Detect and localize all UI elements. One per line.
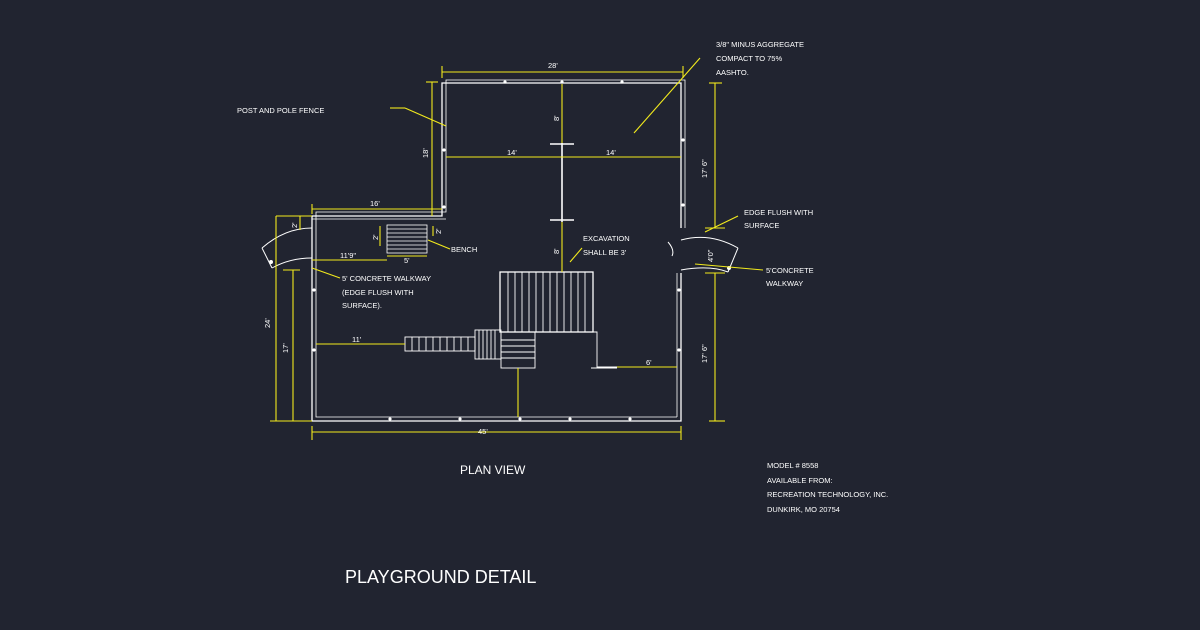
dim-center-vertical-lower: 8' <box>552 248 561 254</box>
dim-top: 28' <box>548 61 558 70</box>
swing-beam <box>550 143 574 222</box>
post-and-pole-fence <box>311 79 686 422</box>
concrete-walkway-left-note: 5' CONCRETE WALKWAY (EDGE FLUSH WITH SUR… <box>342 274 431 310</box>
svg-text:AVAILABLE FROM:: AVAILABLE FROM: <box>767 476 833 485</box>
bench <box>386 224 428 254</box>
plan-view-label: PLAN VIEW <box>460 463 526 477</box>
play-deck <box>404 271 617 369</box>
svg-text:EXCAVATION: EXCAVATION <box>583 234 630 243</box>
svg-text:(EDGE FLUSH WITH: (EDGE FLUSH WITH <box>342 288 414 297</box>
svg-text:DUNKIRK, MO 20754: DUNKIRK, MO 20754 <box>767 505 840 514</box>
svg-text:COMPACT TO 75%: COMPACT TO 75% <box>716 54 782 63</box>
dim-center-vertical-upper: 8' <box>552 115 561 121</box>
svg-text:AASHTO.: AASHTO. <box>716 68 749 77</box>
left-walkway-arc <box>261 227 313 269</box>
dim-right-upper: 17' 6" <box>700 159 709 178</box>
dim-left-segment: 17' <box>281 343 290 353</box>
dim-middle-left: 11' <box>352 335 362 344</box>
svg-text:3/8" MINUS AGGREGATE: 3/8" MINUS AGGREGATE <box>716 40 804 49</box>
model-info: MODEL # 8558 AVAILABLE FROM: RECREATION … <box>767 461 888 514</box>
svg-text:MODEL # 8558: MODEL # 8558 <box>767 461 818 470</box>
dim-right-gap: 4'0" <box>706 249 715 262</box>
concrete-walkway-right-note: 5'CONCRETE WALKWAY <box>766 266 814 288</box>
dim-small-2-b: 2' <box>371 234 380 240</box>
svg-text:RECREATION TECHNOLOGY, INC.: RECREATION TECHNOLOGY, INC. <box>767 490 888 499</box>
dim-center-right: 14' <box>606 148 616 157</box>
right-walkway-arc <box>667 236 739 273</box>
bench-note: BENCH <box>451 245 477 254</box>
excavation-note: EXCAVATION SHALL BE 3' <box>583 234 630 257</box>
dim-bench-width: 5' <box>404 256 410 265</box>
dim-middle-right: 6' <box>646 358 652 367</box>
svg-text:WALKWAY: WALKWAY <box>766 279 803 288</box>
edge-flush-note: EDGE FLUSH WITH SURFACE <box>744 208 813 230</box>
fence-note: POST AND POLE FENCE <box>237 106 324 115</box>
svg-text:SHALL BE 3': SHALL BE 3' <box>583 248 627 257</box>
dim-small-2-c: 2' <box>434 228 443 234</box>
dim-bottom: 45' <box>478 427 488 436</box>
dim-small-2-a: 2' <box>290 222 299 228</box>
drawing-title: PLAYGROUND DETAIL <box>345 567 536 587</box>
svg-text:SURFACE: SURFACE <box>744 221 779 230</box>
svg-text:SURFACE).: SURFACE). <box>342 301 382 310</box>
dim-right-lower: 17' 6" <box>700 344 709 363</box>
dim-left-total: 24' <box>263 318 272 328</box>
svg-text:5'CONCRETE: 5'CONCRETE <box>766 266 814 275</box>
dim-center-left: 14' <box>507 148 517 157</box>
dimension-labels: 28' 18' 14' 14' 8' 8' 17' 6" 17' 6" 4'0"… <box>263 61 715 436</box>
svg-text:5' CONCRETE WALKWAY: 5' CONCRETE WALKWAY <box>342 274 431 283</box>
dim-left-ledge: 16' <box>370 199 380 208</box>
svg-text:EDGE FLUSH WITH: EDGE FLUSH WITH <box>744 208 813 217</box>
dim-upper-left: 18' <box>421 148 430 158</box>
fence-posts <box>312 80 685 421</box>
aggregate-note: 3/8" MINUS AGGREGATE COMPACT TO 75% AASH… <box>716 40 804 77</box>
dim-walk-11-9: 11'9" <box>340 251 356 260</box>
dimension-lines <box>270 57 764 440</box>
